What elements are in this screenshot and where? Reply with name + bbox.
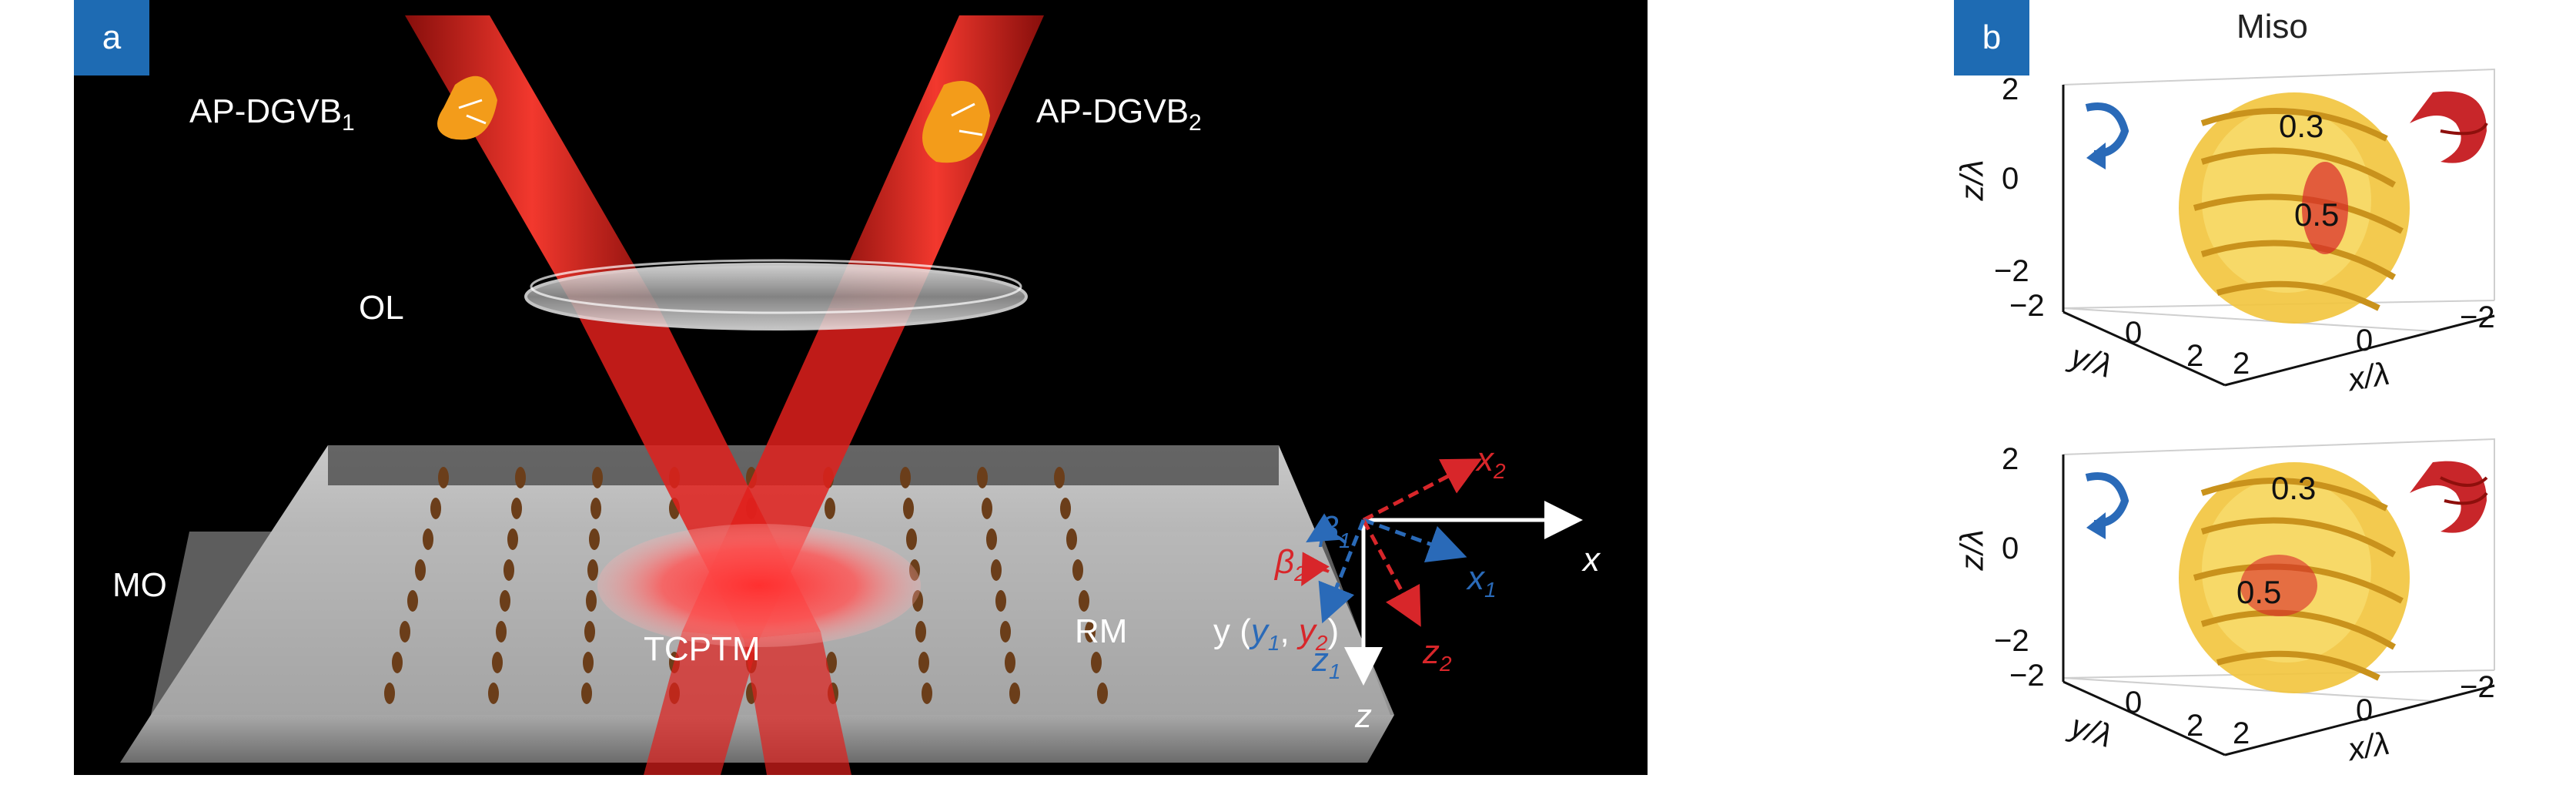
focus-spot	[597, 524, 921, 647]
beta2-label-base: β	[1275, 543, 1295, 581]
x-axis-line	[2224, 314, 2495, 387]
z2-axis-arrow	[1361, 518, 1421, 627]
x1-axis-arrow	[1363, 518, 1467, 562]
plot-1: 0.3 0.5 2 0 −2 z/λ −2 0 2 y/λ 2 0 −2 x/λ	[1954, 62, 2548, 401]
x2-axis-arrow	[1362, 458, 1482, 522]
plot-2-x-tick: 2	[2233, 716, 2250, 750]
inset-icon	[2410, 91, 2488, 163]
beam-1-label-sub: 1	[342, 109, 355, 136]
beam-2-label-sub: 2	[1189, 109, 1202, 136]
beta2-label-sub: 2	[1294, 561, 1306, 585]
y2-label-sub: 2	[1315, 630, 1328, 655]
panel-a-tag: a	[74, 0, 149, 75]
beam-1-label-base: AP-DGVB	[189, 92, 343, 130]
plot-1-z-label: z/λ	[1953, 159, 1990, 201]
medium-label: MO	[112, 566, 167, 604]
y-comma: ,	[1280, 612, 1299, 650]
beam-2-label: AP-DGVB2	[1036, 92, 1202, 136]
plot-1-y-tick: 2	[2186, 339, 2204, 373]
plot-2-annotation-2: 0.5	[2236, 574, 2282, 610]
lens-label: OL	[359, 289, 404, 327]
y1-label-sub: 1	[1267, 630, 1280, 655]
plot-1-x-tick: 2	[2233, 347, 2250, 381]
plot-2-z-label: z/λ	[1953, 529, 1990, 571]
z1-label-sub: 1	[1329, 659, 1341, 683]
plot-2-x-tick: 0	[2356, 693, 2374, 727]
beam-2-profile-icon	[922, 81, 990, 163]
plot-1-z-tick: −2	[1994, 254, 2029, 288]
plot-2-z-tick: 2	[2002, 442, 2019, 476]
plot-1-y-tick: 0	[2125, 316, 2143, 350]
beam-2-label-base: AP-DGVB	[1036, 92, 1189, 130]
medium-right-label: RM	[1075, 612, 1128, 650]
plot-2: 0.3 0.5 2 0 −2 z/λ −2 0 2 y/λ 2 0 −2 x/λ	[1954, 431, 2548, 770]
plot-1-x-tick: −2	[2460, 300, 2495, 334]
plot-2-y-tick: −2	[2009, 659, 2045, 693]
beam-1-profile-icon	[437, 75, 497, 140]
plot-2-z-tick: 0	[2002, 532, 2019, 565]
z2-label-base: z	[1423, 633, 1440, 671]
x2-label-sub: 2	[1494, 458, 1506, 483]
z1-label-base: z	[1312, 641, 1329, 679]
plot-2-x-label: x/λ	[2345, 724, 2392, 768]
z2-label-sub: 2	[1440, 651, 1452, 676]
y-axis-line	[2062, 680, 2226, 756]
plot-1-z-tick: 0	[2002, 162, 2019, 196]
x-axis-label: x	[1583, 541, 1600, 579]
focus-label: TCPTM	[644, 630, 761, 668]
y-close: )	[1327, 612, 1340, 650]
panel-b-tag: b	[1954, 0, 2029, 75]
beta1-label: β1	[1320, 510, 1351, 553]
rotation-arrow-icon	[2085, 102, 2129, 158]
y-axis-label: y (y1, y2)	[1213, 612, 1339, 656]
beta1-label-base: β	[1320, 510, 1340, 548]
inset-icon	[2410, 461, 2488, 533]
beta2-arc	[1301, 552, 1330, 587]
y2-label: y2	[1298, 612, 1328, 655]
y2-label-base: y	[1298, 612, 1316, 650]
beta1-arc	[1306, 513, 1347, 545]
x2-axis-label: x2	[1477, 441, 1506, 484]
panel-b-title: Miso	[2236, 8, 2308, 45]
surface-plot	[2179, 92, 2410, 324]
plot-1-annotation-1: 0.3	[2279, 108, 2324, 144]
plot-2-y-tick: 2	[2186, 709, 2204, 743]
z2-axis-label: z2	[1423, 633, 1452, 676]
beta1-label-sub: 1	[1339, 528, 1351, 552]
plot-1-y-tick: −2	[2009, 289, 2045, 323]
y1-label-base: y	[1250, 612, 1268, 650]
plot-1-x-tick: 0	[2356, 324, 2374, 357]
plot-1-z-tick: 2	[2002, 72, 2019, 106]
panel-a: a AP-DGVB1 AP-DGVB2 OL MO RM TCPTM x z x…	[74, 0, 1648, 775]
plot-1-annotation-2: 0.5	[2294, 196, 2340, 233]
panel-a-illustration	[120, 15, 1583, 775]
surface-plot	[2179, 462, 2410, 693]
rotation-arrow-icon	[2085, 472, 2129, 528]
x-axis-line	[2224, 684, 2495, 756]
objective-lens	[524, 259, 1028, 330]
plot-2-z-tick: −2	[1994, 624, 2029, 658]
z-axis-label: z	[1355, 697, 1372, 735]
plot-2-x-tick: −2	[2460, 670, 2495, 704]
beta2-label: β2	[1275, 543, 1306, 586]
plot-2-annotation-1: 0.3	[2271, 470, 2317, 506]
x1-label-sub: 1	[1484, 577, 1497, 602]
y1-label: y1	[1250, 612, 1280, 655]
x1-axis-label: x1	[1467, 559, 1497, 602]
y-axis-line	[2062, 310, 2226, 387]
beam-1-label: AP-DGVB1	[189, 92, 355, 136]
plot-2-svg	[2062, 438, 2495, 756]
y-label-pre: y (	[1213, 612, 1251, 650]
plot-1-svg	[2062, 68, 2495, 387]
z1-axis-arrow	[1318, 519, 1366, 624]
plot-1-x-label: x/λ	[2345, 354, 2392, 398]
plot-2-y-tick: 0	[2125, 686, 2143, 720]
z1-axis-label: z1	[1312, 641, 1341, 684]
x1-label-base: x	[1467, 559, 1484, 597]
coordinate-axes	[1301, 458, 1583, 686]
x2-label-base: x	[1477, 441, 1494, 478]
